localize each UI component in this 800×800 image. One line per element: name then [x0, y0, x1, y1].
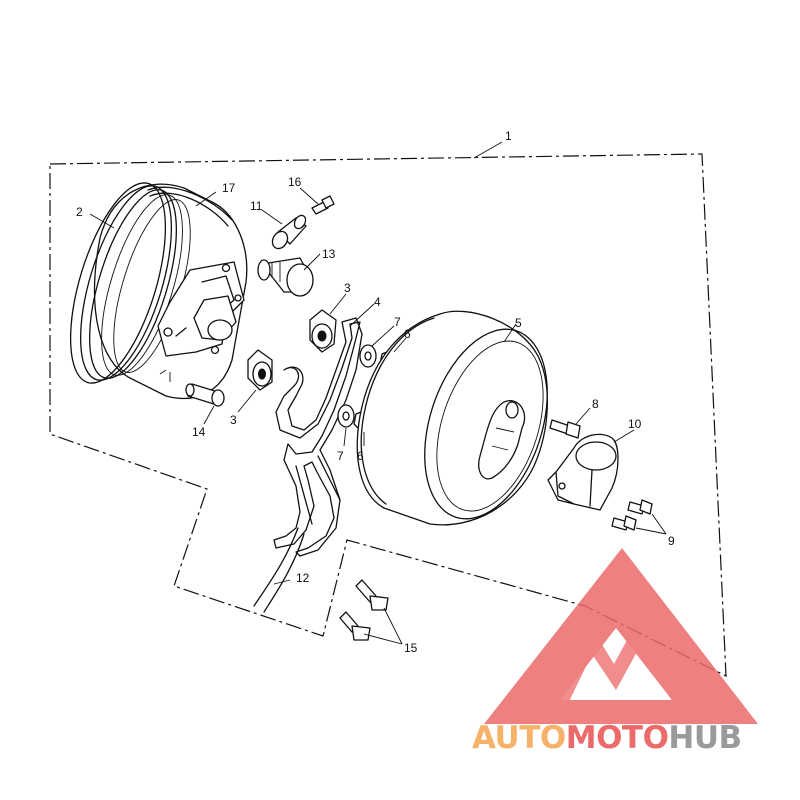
housing-part-2: [69, 182, 248, 400]
leader-lines: [89, 141, 667, 645]
callout-6-lower: 6: [357, 449, 364, 463]
callout-labels: 1 2 17 16 11 13 3 4 7 6 5 8 10 14 3 7 6 …: [76, 129, 675, 655]
callout-2: 2: [76, 205, 83, 219]
callout-14: 14: [192, 425, 206, 439]
screw-part-8: [549, 419, 581, 439]
washer-part-7-upper: [359, 344, 377, 368]
watermark-text-hub: HUB: [668, 720, 741, 756]
callout-7-upper: 7: [394, 315, 401, 329]
clamp-part-10: [547, 433, 619, 511]
assembly-boundary: [49, 153, 727, 677]
watermark-triangle: [484, 548, 758, 724]
watermark-logo-icon: [484, 548, 758, 724]
callout-10: 10: [628, 417, 642, 431]
socket-part-13: [257, 257, 314, 297]
callout-8: 8: [592, 397, 599, 411]
callout-1: 1: [505, 129, 512, 143]
callout-15: 15: [404, 641, 418, 655]
callout-3-lower: 3: [230, 413, 237, 427]
screw-part-16: [311, 195, 335, 215]
callout-17: 17: [222, 181, 236, 195]
washer-part-7-lower: [337, 404, 355, 428]
callout-11: 11: [250, 199, 263, 213]
watermark-m-shape: [540, 620, 700, 720]
callout-9: 9: [668, 534, 675, 548]
bolt-part-14: [185, 383, 225, 407]
callout-12: 12: [296, 571, 310, 585]
callout-3-upper: 3: [344, 281, 351, 295]
grommet-part-3-lower: [247, 349, 273, 391]
watermark-text-auto: AUTO: [472, 720, 566, 756]
callout-6-upper: 6: [404, 327, 411, 341]
callout-13: 13: [322, 247, 336, 261]
bolts-part-15: [339, 579, 389, 641]
cable-part-12: [253, 527, 305, 613]
watermark-text-moto: MOTO: [566, 720, 669, 756]
callout-7-lower: 7: [337, 449, 344, 463]
grommet-part-3-upper: [309, 309, 337, 353]
callout-16: 16: [288, 175, 302, 189]
screws-part-9: [611, 499, 653, 531]
shell-part-5: [356, 310, 549, 526]
bulb-holder-part-11: [271, 214, 307, 250]
svg-text:AUTOMOTOHUB: AUTOMOTOHUB: [472, 720, 742, 756]
callout-5: 5: [515, 316, 522, 330]
callout-4: 4: [374, 295, 381, 309]
bracket-part-4: [273, 317, 363, 557]
